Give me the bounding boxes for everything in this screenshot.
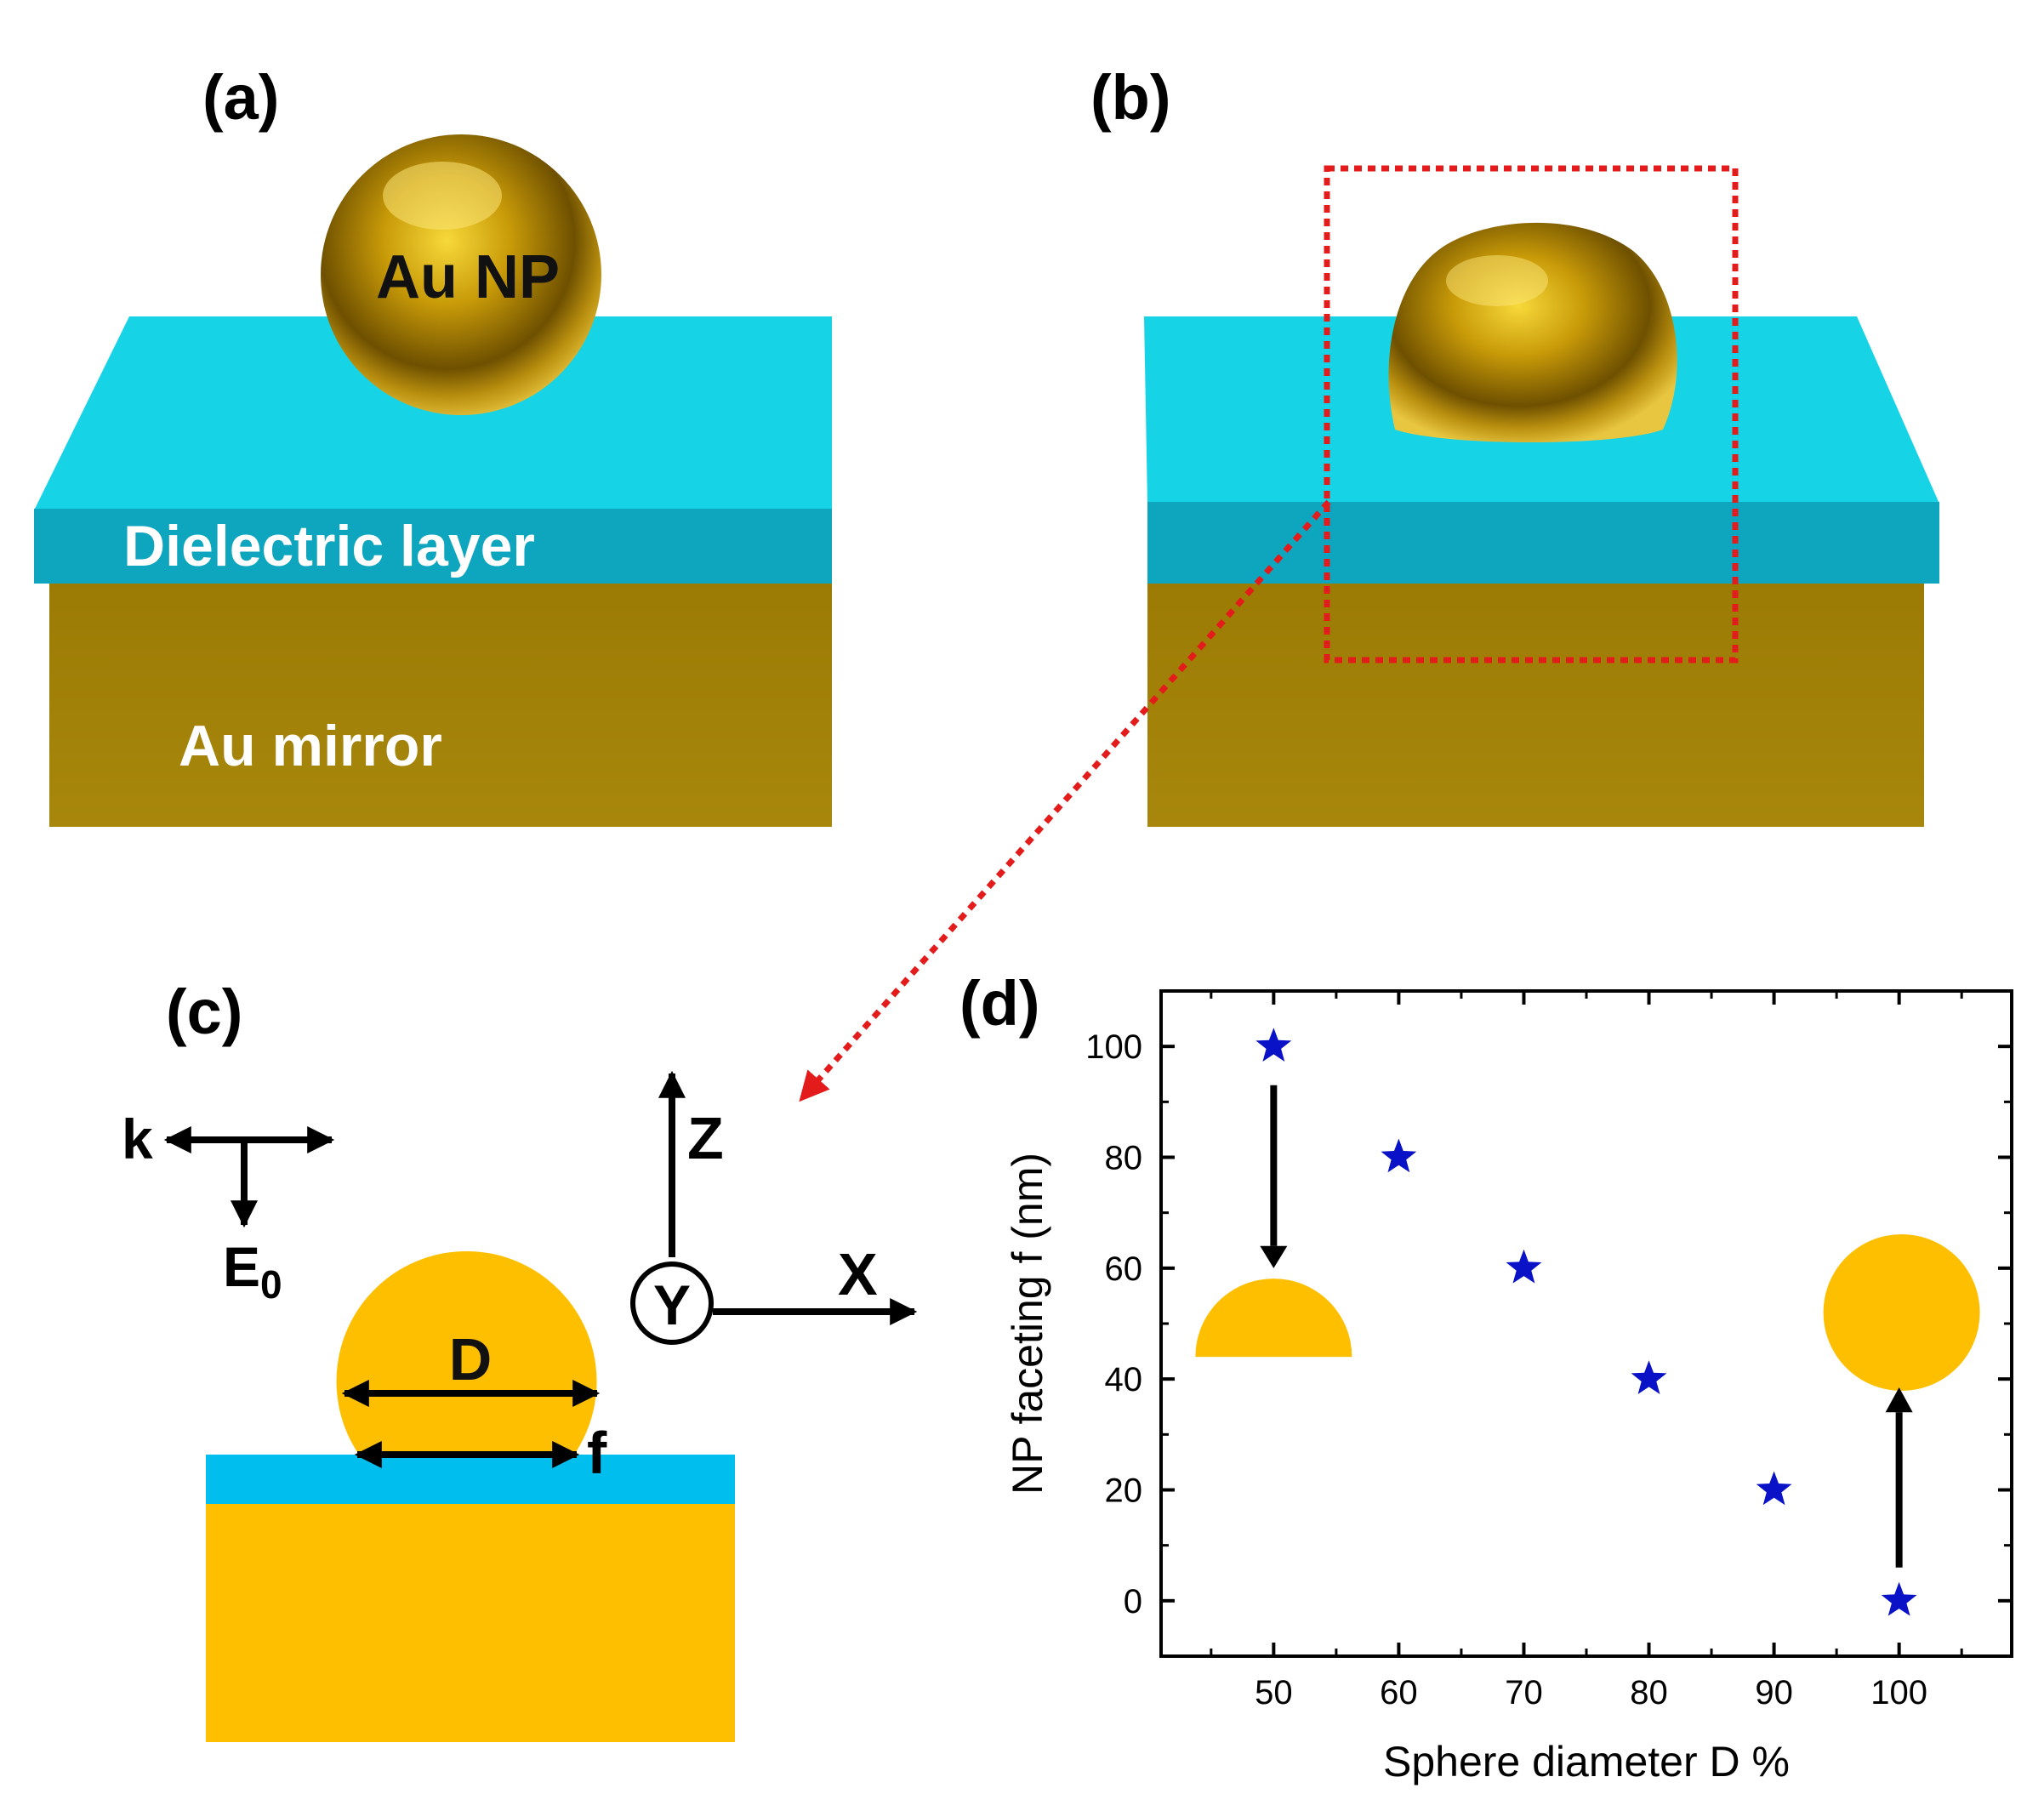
data-point-star — [1756, 1471, 1792, 1506]
hemisphere-shape — [1195, 1279, 1352, 1358]
faceted-np-highlight — [1446, 255, 1548, 306]
sphere-arrow-head — [1885, 1387, 1913, 1413]
panel-a-label: (a) — [202, 62, 279, 133]
sphere-highlight — [383, 162, 502, 230]
z-axis-label: Z — [687, 1105, 724, 1171]
y-axis-circle — [630, 1261, 714, 1345]
y-axis-ticks: 0 20 40 60 80 100 — [1085, 1028, 2012, 1620]
x-axis-ticks: 50 60 70 80 90 100 — [1210, 991, 1963, 1711]
dielectric-top-face — [34, 316, 832, 510]
dielectric-layer-label: Dielectric layer — [123, 514, 535, 578]
e-field-label: E0 — [223, 1235, 282, 1307]
x-tick-label: 70 — [1505, 1674, 1543, 1711]
diameter-label: D — [449, 1326, 492, 1392]
zoom-pointer-arrow — [799, 499, 1331, 1102]
data-points — [1255, 1028, 1917, 1616]
panel-a: (a) Au NP Dielectric layer Au mirror — [34, 62, 832, 827]
hemisphere-arrow-head — [1260, 1245, 1288, 1268]
substrate-mirror — [206, 1504, 735, 1742]
y-tick-label: 0 — [1124, 1583, 1142, 1620]
y-tick-label: 60 — [1105, 1250, 1143, 1288]
dielectric-front-face — [1147, 502, 1939, 584]
coordinate-axes: Z X Y — [630, 1070, 918, 1345]
au-mirror-block — [1147, 584, 1924, 827]
data-point-star — [1506, 1249, 1542, 1284]
panel-c-label: (c) — [166, 977, 242, 1047]
polarization-indicator: k E0 — [122, 1108, 335, 1307]
faceting-scatter-chart: 0 20 40 60 80 100 50 60 70 80 90 100 Sphere diamet… — [1004, 989, 2013, 1785]
chart-annotations — [1195, 1085, 1980, 1568]
y-tick-label: 20 — [1105, 1472, 1143, 1510]
x-tick-label: 50 — [1255, 1674, 1293, 1711]
y-axis-title: NP faceting f (nm) — [1004, 1153, 1051, 1495]
dielectric-front-face — [34, 509, 832, 584]
x-axis-title: Sphere diameter D % — [1383, 1738, 1790, 1785]
au-mirror-block — [49, 584, 832, 827]
y-tick-label: 100 — [1085, 1028, 1142, 1066]
facet-label: f — [587, 1420, 607, 1486]
y-tick-label: 80 — [1105, 1140, 1143, 1177]
x-tick-label: 90 — [1755, 1674, 1793, 1711]
panel-d: (d) 0 20 40 60 80 100 50 60 70 80 90 100 Sphere di… — [959, 968, 2013, 1785]
data-point-star — [1255, 1028, 1292, 1062]
y-axis-label: Y — [653, 1273, 691, 1336]
y-tick-label: 40 — [1105, 1361, 1143, 1398]
zoom-region-box — [1324, 165, 1739, 663]
x-tick-label: 80 — [1630, 1674, 1668, 1711]
au-nanoparticle-faceted — [1388, 222, 1677, 442]
dielectric-spacer — [206, 1455, 735, 1504]
x-axis-label: X — [838, 1241, 878, 1307]
panel-c: (c) k E0 Z X Y D f — [122, 977, 918, 1742]
data-point-star — [1881, 1581, 1917, 1616]
data-point-star — [1631, 1360, 1667, 1394]
au-mirror-label: Au mirror — [179, 714, 442, 778]
k-vector-label: k — [122, 1108, 153, 1170]
x-tick-label: 100 — [1870, 1674, 1927, 1711]
panel-b: (b) — [799, 62, 1939, 1102]
panel-d-label: (d) — [959, 968, 1040, 1039]
x-tick-label: 60 — [1380, 1674, 1418, 1711]
au-np-label: Au NP — [376, 243, 560, 311]
panel-b-label: (b) — [1090, 62, 1171, 133]
cross-section: D f — [206, 1250, 735, 1742]
data-point-star — [1381, 1138, 1417, 1173]
sphere-shape — [1823, 1233, 1980, 1391]
